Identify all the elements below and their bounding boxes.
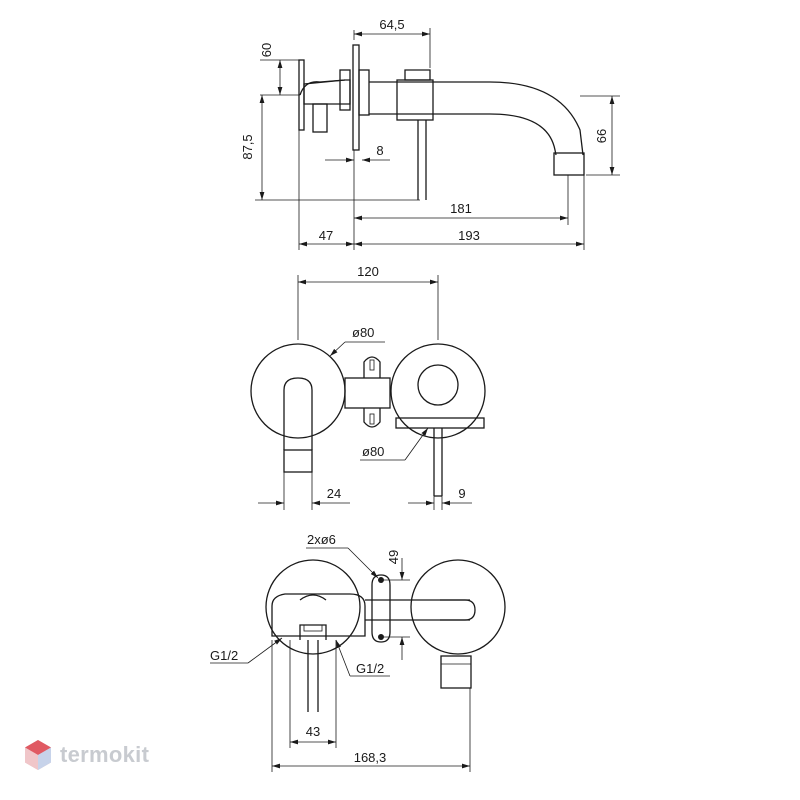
aerator: [553, 152, 585, 176]
dim-64-5: 64,5: [379, 17, 404, 32]
spout-end: [283, 449, 313, 473]
mixer-curve: [299, 79, 346, 96]
thread-label-left: G1/2: [210, 648, 238, 663]
mixer-housing: [271, 593, 366, 637]
watermark-text: termokit: [60, 742, 150, 767]
dim-24: 24: [327, 486, 341, 501]
dim-168-3: 168,3: [354, 750, 387, 765]
front-view: 2xø6 49 G1/2 G1/2 43 168,3: [210, 532, 506, 772]
holes-label: 2xø6: [307, 532, 336, 547]
mixer-body: [303, 79, 351, 105]
spout-top: [283, 377, 313, 450]
dim-60: 60: [259, 43, 274, 57]
dim-66: 66: [594, 129, 609, 143]
spout-flange: [352, 44, 360, 151]
lug-bottom: [363, 408, 381, 428]
dim-43: 43: [306, 724, 320, 739]
termokit-logo-icon: [25, 740, 51, 770]
right-rosette-front: [410, 559, 506, 655]
lever-block: [404, 69, 431, 81]
dim-47: 47: [319, 228, 333, 243]
handle-cap: [417, 364, 459, 406]
left-rosette: [250, 343, 346, 439]
flange-ring: [358, 69, 370, 116]
left-rosette-front: [265, 559, 361, 655]
collar: [339, 69, 351, 111]
bridge: [344, 377, 391, 409]
mixer-arch: [299, 594, 327, 601]
watermark: termokit: [24, 735, 149, 775]
top-view: 120 ø80 ø80 24 9: [250, 264, 486, 510]
dim-193: 193: [458, 228, 480, 243]
dim-49: 49: [386, 550, 401, 564]
dim-120: 120: [357, 264, 379, 279]
spout-top-edge: [369, 81, 584, 156]
dim-181: 181: [450, 201, 472, 216]
dim-9: 9: [458, 486, 465, 501]
dia80-label-bottom: ø80: [362, 444, 384, 459]
hole-bottom: [378, 634, 384, 640]
dia80-label-top: ø80: [352, 325, 374, 340]
thread-label-right: G1/2: [356, 661, 384, 676]
lug-top: [363, 356, 381, 378]
mixer-plate: [395, 417, 485, 429]
side-view: 64,5 60 87,5 8 66 181 47 193: [240, 17, 620, 250]
cartridge: [440, 599, 476, 621]
dim-87-5: 87,5: [240, 134, 255, 159]
lever-housing: [396, 79, 434, 121]
dim-8: 8: [376, 143, 383, 158]
mounting-lug: [371, 574, 391, 643]
hole-top: [378, 577, 384, 583]
connector: [312, 103, 328, 133]
right-rosette: [390, 343, 486, 439]
spout-bottom-edge: [369, 113, 557, 156]
lever-block-front: [440, 655, 472, 689]
